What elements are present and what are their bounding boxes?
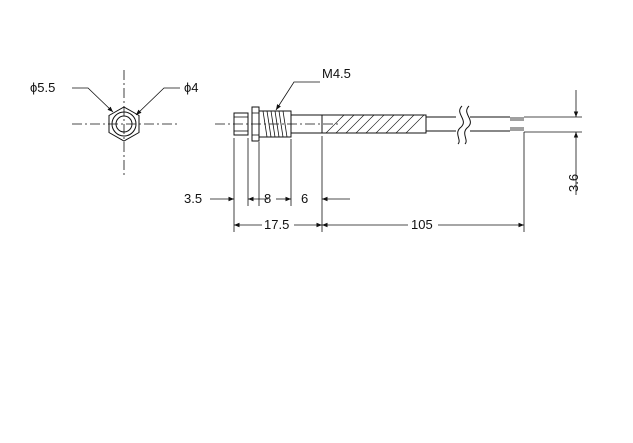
thread-label: M4.5 xyxy=(322,66,351,81)
dim-total: 17.5 xyxy=(234,217,322,232)
dim-body: 6 xyxy=(301,191,350,206)
inner-diameter-circle xyxy=(115,115,133,133)
dim-lead: 3.6 xyxy=(524,90,582,195)
dim-thread-label: 8 xyxy=(264,191,271,206)
dim-cable-label: 105 xyxy=(411,217,433,232)
hex-nut-outline xyxy=(108,106,140,142)
cable-break-right xyxy=(464,105,471,145)
sleeve-hatching xyxy=(325,114,425,134)
phi-inner-label: ϕ4 xyxy=(184,80,199,95)
thread-lines xyxy=(262,110,288,138)
thread-leader xyxy=(275,81,320,111)
dim-cable: 105 xyxy=(322,217,524,232)
dim-head-label: 3.5 xyxy=(184,191,202,206)
dimensions: 3.5 8 6 17.5 105 xyxy=(184,90,582,232)
dim-head: 3.5 xyxy=(184,191,268,206)
outer-diameter-circle xyxy=(111,111,137,137)
end-view: ϕ5.5 ϕ4 xyxy=(30,70,199,178)
dim-total-label: 17.5 xyxy=(264,217,289,232)
dim-thread: 8 xyxy=(264,191,291,206)
dim-body-label: 6 xyxy=(301,191,308,206)
side-view: M4.5 xyxy=(215,66,524,145)
phi-inner-leader xyxy=(135,87,180,116)
dim-lead-label: 3.6 xyxy=(566,174,581,192)
cable-break-left xyxy=(457,105,464,145)
phi-outer-label: ϕ5.5 xyxy=(30,80,55,95)
phi-outer-leader xyxy=(72,87,114,113)
sensor-head xyxy=(233,112,249,136)
